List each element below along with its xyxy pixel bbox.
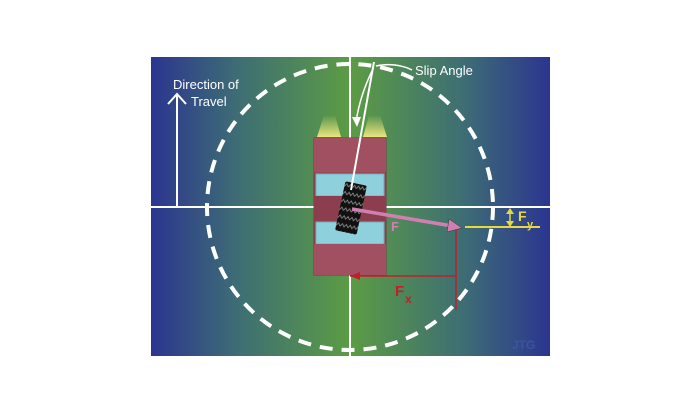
car-front-panel xyxy=(314,138,386,172)
force-label: F xyxy=(391,219,399,234)
right-headlight-beam xyxy=(363,115,387,137)
fx-label: F x xyxy=(395,283,412,306)
tire-heading-line xyxy=(350,61,375,191)
car-rear-panel xyxy=(314,244,386,275)
fx-label-sub: x xyxy=(405,292,412,306)
fx-label-main: F xyxy=(395,283,404,300)
slip-angle-leader xyxy=(375,63,413,71)
direction-arrow-icon xyxy=(167,92,187,105)
force-arrow-shaft xyxy=(351,207,453,228)
front-tire xyxy=(335,181,367,235)
direction-label-line2: Travel xyxy=(191,94,227,109)
fy-label-sub: y xyxy=(527,219,534,231)
slip-angle-arrowhead xyxy=(352,117,361,127)
force-arrowhead xyxy=(446,218,463,233)
watermark-logo: JTG xyxy=(512,338,535,352)
left-headlight-beam xyxy=(317,115,341,137)
fy-label: F y xyxy=(518,208,534,231)
fy-label-main: F xyxy=(518,208,527,224)
friction-circle xyxy=(205,62,495,352)
fy-arrowhead-up xyxy=(506,208,514,214)
fy-arrowhead-down xyxy=(506,221,514,227)
direction-label-line1: Direction of xyxy=(173,77,239,92)
tire xyxy=(335,181,367,235)
fx-arrowhead xyxy=(350,272,360,280)
slip-angle-label: Slip Angle xyxy=(415,63,473,78)
